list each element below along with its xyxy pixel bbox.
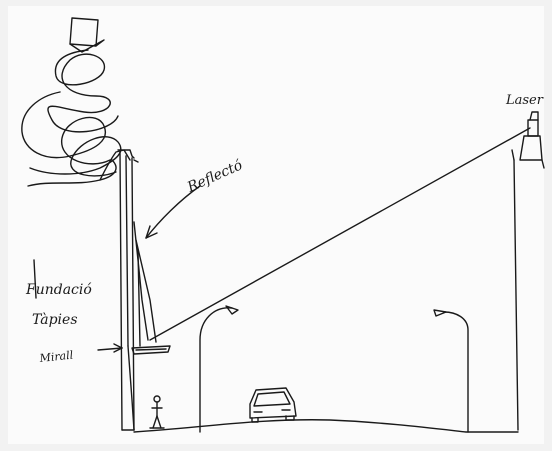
- fundacio-label-line2: Tàpies: [32, 312, 78, 328]
- fundacio-label-line1: Fundació: [25, 282, 92, 298]
- laser-label: Laser: [505, 93, 544, 108]
- paper-sheet: [8, 6, 544, 444]
